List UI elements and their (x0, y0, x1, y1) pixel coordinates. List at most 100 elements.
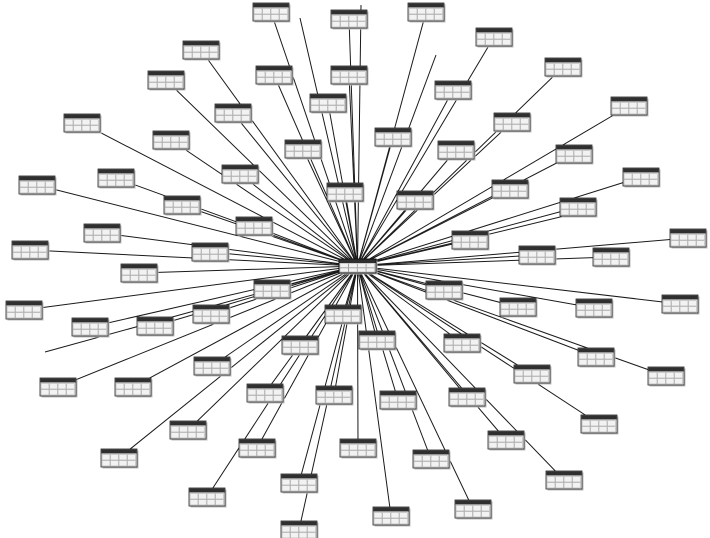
spoke-node[interactable] (326, 182, 365, 203)
spoke-node[interactable] (487, 430, 526, 451)
node-cell (357, 15, 366, 22)
spoke-node[interactable] (152, 130, 191, 151)
spoke-node[interactable] (83, 223, 122, 244)
node-cell (331, 21, 341, 28)
spoke-node[interactable] (163, 195, 202, 216)
spoke-node[interactable] (255, 65, 294, 86)
spoke-node[interactable] (235, 216, 274, 237)
spoke-node[interactable] (610, 96, 649, 117)
spoke-node[interactable] (622, 167, 661, 188)
spoke-node[interactable] (193, 356, 232, 377)
spoke-node[interactable] (18, 175, 57, 196)
spoke-node[interactable] (513, 364, 552, 385)
spoke-node[interactable] (5, 300, 44, 321)
spoke-node[interactable] (555, 144, 594, 165)
node-cell (333, 397, 343, 404)
node-cell (494, 124, 504, 131)
spoke-node[interactable] (437, 140, 476, 161)
spoke-node[interactable] (11, 240, 50, 261)
spoke-node[interactable] (379, 390, 418, 411)
node-cell (587, 359, 596, 366)
spoke-node[interactable] (136, 316, 175, 337)
spoke-node[interactable] (221, 164, 260, 185)
node-cell (687, 234, 697, 241)
spoke-node[interactable] (434, 80, 473, 101)
spoke-node[interactable] (280, 473, 319, 494)
node-cell (280, 291, 289, 298)
node-cell (373, 512, 383, 519)
node-cell (501, 185, 510, 192)
spoke-node[interactable] (315, 385, 354, 406)
spoke-node[interactable] (39, 377, 78, 398)
spoke-node[interactable] (491, 179, 530, 200)
spoke-node[interactable] (559, 197, 598, 218)
spoke-node[interactable] (443, 333, 482, 354)
spoke-node[interactable] (425, 280, 464, 301)
spoke-node[interactable] (63, 113, 102, 134)
spoke-node[interactable] (575, 298, 614, 319)
node-cell (32, 306, 41, 313)
spoke-node[interactable] (309, 93, 348, 114)
spoke-node[interactable] (592, 247, 631, 268)
hub-node[interactable] (338, 258, 378, 275)
spoke-node[interactable] (330, 65, 369, 86)
spoke-node[interactable] (280, 520, 319, 538)
spoke-node[interactable] (188, 487, 227, 508)
node-cell (124, 383, 133, 390)
spoke-node[interactable] (396, 190, 435, 211)
spoke-node[interactable] (120, 263, 159, 284)
spoke-node[interactable] (284, 139, 323, 160)
spoke-node[interactable] (407, 2, 446, 23)
spoke-node[interactable] (71, 317, 110, 338)
spoke-node[interactable] (493, 112, 532, 133)
spoke-node[interactable] (475, 27, 514, 48)
node-cell (413, 461, 423, 468)
node-cell (265, 77, 274, 84)
spoke-node[interactable] (451, 230, 490, 251)
spoke-node[interactable] (281, 335, 320, 356)
spoke-node[interactable] (169, 420, 208, 441)
spoke-node[interactable] (545, 470, 584, 491)
spoke-node[interactable] (97, 168, 136, 189)
node-cell (505, 442, 515, 449)
spoke-node[interactable] (214, 103, 253, 124)
spoke-node[interactable] (661, 294, 700, 315)
node-cell (607, 426, 616, 433)
spoke-node[interactable] (372, 506, 411, 527)
edge-layer (23, 4, 689, 531)
node-cell (189, 493, 199, 500)
spoke-node[interactable] (499, 297, 538, 318)
spoke-node[interactable] (339, 438, 378, 459)
spoke-node[interactable] (669, 228, 708, 249)
spoke-node[interactable] (100, 448, 139, 469)
spoke-node[interactable] (577, 347, 616, 368)
node-header-bar (581, 415, 617, 420)
node-cell (90, 119, 99, 126)
spoke-node[interactable] (147, 70, 186, 91)
node-cell (540, 370, 549, 377)
spoke-node[interactable] (114, 377, 153, 398)
spoke-node[interactable] (647, 366, 686, 387)
spoke-node[interactable] (330, 9, 369, 30)
spoke-node[interactable] (412, 449, 451, 470)
spoke-node[interactable] (374, 127, 413, 148)
spoke-node[interactable] (182, 40, 221, 61)
node-cell (540, 376, 549, 383)
spoke-node[interactable] (544, 57, 583, 78)
spoke-node[interactable] (448, 387, 487, 408)
spoke-node[interactable] (253, 279, 292, 300)
spoke-node[interactable] (518, 245, 557, 266)
spoke-node[interactable] (324, 304, 363, 325)
spoke-node[interactable] (454, 499, 493, 520)
spoke-node[interactable] (192, 304, 231, 325)
spoke-node[interactable] (358, 330, 397, 351)
node-cell (127, 454, 136, 461)
node-cell (342, 316, 352, 323)
spoke-node[interactable] (191, 242, 230, 263)
spoke-node[interactable] (580, 414, 619, 435)
spoke-node[interactable] (238, 438, 277, 459)
node-cell (215, 493, 224, 500)
node-cell (154, 328, 164, 335)
spoke-node[interactable] (252, 2, 291, 23)
spoke-node[interactable] (246, 383, 285, 404)
